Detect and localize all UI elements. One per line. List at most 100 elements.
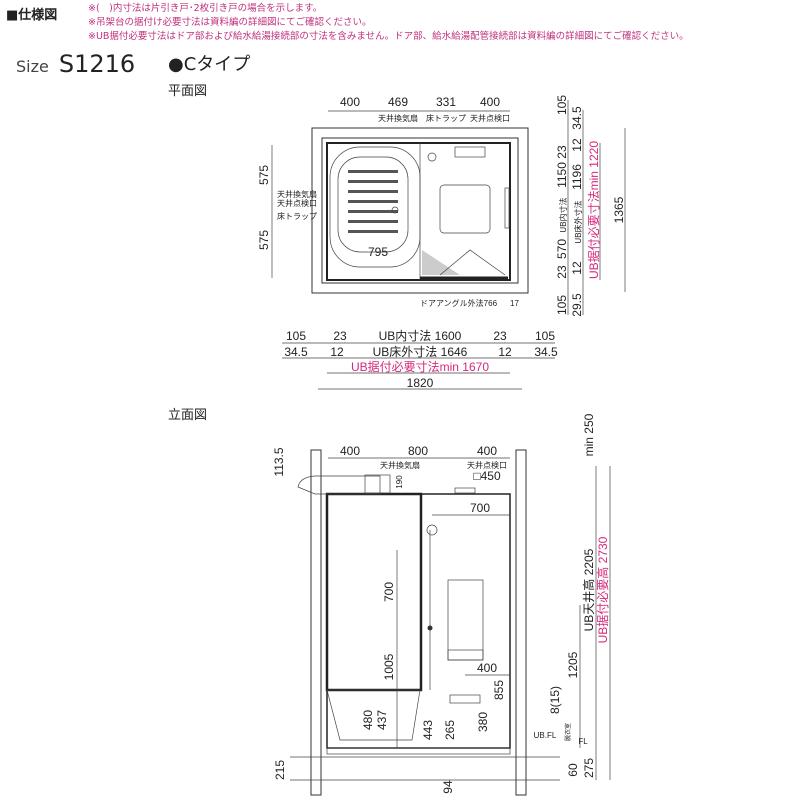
dim-text: 400 xyxy=(477,661,497,675)
dim-text: 700 xyxy=(470,501,490,515)
door-hatch xyxy=(422,250,460,275)
dim-text: 1196 xyxy=(570,164,584,190)
faucet xyxy=(449,694,481,704)
dim-text: 34.5 xyxy=(534,345,558,359)
tub-wall-panel xyxy=(325,492,423,692)
note: ※吊架台の据付け必要寸法は資料編の詳細図にてご確認ください。 xyxy=(88,17,372,28)
label: 天井点検口 xyxy=(470,113,510,123)
dim-text: 29.5 xyxy=(570,293,584,317)
ventilation-fan-duct xyxy=(297,475,381,495)
label: FL xyxy=(578,737,588,746)
elevation-view: 400 800 400 天井換気扇 天井点検口 □450 190 113.5 m… xyxy=(272,413,611,796)
required-size-text: UB据付必要寸法min 1220 xyxy=(587,141,601,279)
type-label: ●Cタイプ xyxy=(168,54,251,75)
dim-text: 380 xyxy=(476,712,490,732)
label: UB.FL xyxy=(534,731,557,740)
dim-text: 105 xyxy=(535,329,555,343)
right-wall xyxy=(515,449,527,796)
dim-text: 437 xyxy=(375,710,389,730)
drain-icon xyxy=(391,206,399,214)
spec-title: ■仕様図 xyxy=(6,8,58,23)
dim-text: 105 xyxy=(555,295,569,315)
mirror-shelf xyxy=(447,649,484,661)
dim-text: 265 xyxy=(443,720,457,740)
bathtub-inner xyxy=(337,156,409,253)
dim-text: 190 xyxy=(395,475,404,489)
dim-text: 1820 xyxy=(407,376,434,390)
dim-text: 443 xyxy=(421,720,435,740)
dim-text: 570 xyxy=(555,239,569,259)
dim-text: 12 xyxy=(570,138,584,152)
dim-text: 34.5 xyxy=(570,106,584,130)
label: 天井換気扇 xyxy=(378,113,418,123)
dim-text: 12 xyxy=(570,261,584,275)
model-number: S1216 xyxy=(58,50,136,78)
label: 脱衣室 xyxy=(564,723,572,741)
label: 天井点検口 xyxy=(277,198,317,208)
elevation-title: 立面図 xyxy=(168,408,208,423)
dim-text: 8(15) xyxy=(548,686,562,714)
plan-right-dims: 105 23 1150 UB内寸法 570 23 105 34.5 12 119… xyxy=(555,95,626,317)
required-size-text: UB据付必要寸法min 1670 xyxy=(351,360,489,374)
label: ドアアングル外法766 xyxy=(420,298,498,308)
dim-text: 275 xyxy=(582,758,596,778)
shelf xyxy=(454,146,486,158)
dim-text: UB床外寸法 1646 xyxy=(373,345,468,359)
size-label: Size xyxy=(16,57,49,76)
dim-text: 1005 xyxy=(382,653,396,680)
dim-text: 800 xyxy=(408,444,428,458)
shower-hook-icon xyxy=(427,152,437,162)
dim-text: 60 xyxy=(566,763,580,777)
dim-text: 400 xyxy=(477,444,497,458)
mirror xyxy=(447,579,484,661)
dim-text: 1365 xyxy=(612,196,626,223)
label: 床トラップ xyxy=(277,211,317,221)
bathtub-section xyxy=(326,689,421,741)
dim-text: 1205 xyxy=(566,651,580,678)
dim-text: 400 xyxy=(340,95,360,109)
dim-text: 23 xyxy=(555,145,569,159)
plan-view: 400 469 331 400 天井換気扇 床トラップ 天井点検口 575 57… xyxy=(257,95,626,390)
label: UB内寸法 xyxy=(558,197,568,232)
dim-text: 94 xyxy=(441,780,455,794)
floor-pan xyxy=(326,747,511,755)
label: 床トラップ xyxy=(426,113,466,123)
ub-inner xyxy=(326,142,511,281)
ventilation-fan xyxy=(364,474,391,494)
required-height-text: UB据付必要高 2730 xyxy=(595,536,610,643)
notes: ※( )内寸法は片引き戸･2枚引き戸の場合を示します。 ※吊架台の据付け必要寸法… xyxy=(88,2,689,44)
dim-text: 12 xyxy=(498,345,512,359)
shower-head-icon xyxy=(426,524,438,536)
plan-title: 平面図 xyxy=(168,84,208,99)
dim-text: 113.5 xyxy=(272,447,286,476)
dim-text: 23 xyxy=(333,329,347,343)
dim-text: 12 xyxy=(330,345,344,359)
plan-bottom-dims: 105 23 UB内寸法 1600 23 105 34.5 12 UB床外寸法 … xyxy=(282,329,558,390)
left-wall xyxy=(310,449,322,796)
dim-text: 400 xyxy=(340,444,360,458)
dim-text: 400 xyxy=(480,95,500,109)
label: 天井点検口 xyxy=(467,460,507,470)
label: 天井換気扇 xyxy=(380,460,420,470)
dim-text: 855 xyxy=(492,680,506,700)
dim-text: 480 xyxy=(361,710,375,730)
floor-trap xyxy=(439,184,491,234)
bathtub xyxy=(329,146,421,268)
dim-text: 105 xyxy=(286,329,306,343)
dim-text: 23 xyxy=(493,329,507,343)
dim-text: 105 xyxy=(555,95,569,115)
size-block: Size S1216 xyxy=(16,50,135,78)
dim-text: 331 xyxy=(436,95,456,109)
note: ※( )内寸法は片引き戸･2枚引き戸の場合を示します。 xyxy=(88,3,323,14)
dim-text: 469 xyxy=(388,95,408,109)
dim-text: UB天井高 2205 xyxy=(581,548,596,631)
dim-text: 575 xyxy=(257,230,271,250)
dim-text: min 250 xyxy=(582,413,596,456)
inspection-hatch xyxy=(454,487,476,494)
dim-text: UB内寸法 1600 xyxy=(379,329,462,343)
dim-text: 1150 xyxy=(555,162,569,188)
tub-dimple-pattern xyxy=(348,170,398,233)
dim-text: 700 xyxy=(382,582,396,602)
dim-text: 215 xyxy=(273,760,287,780)
